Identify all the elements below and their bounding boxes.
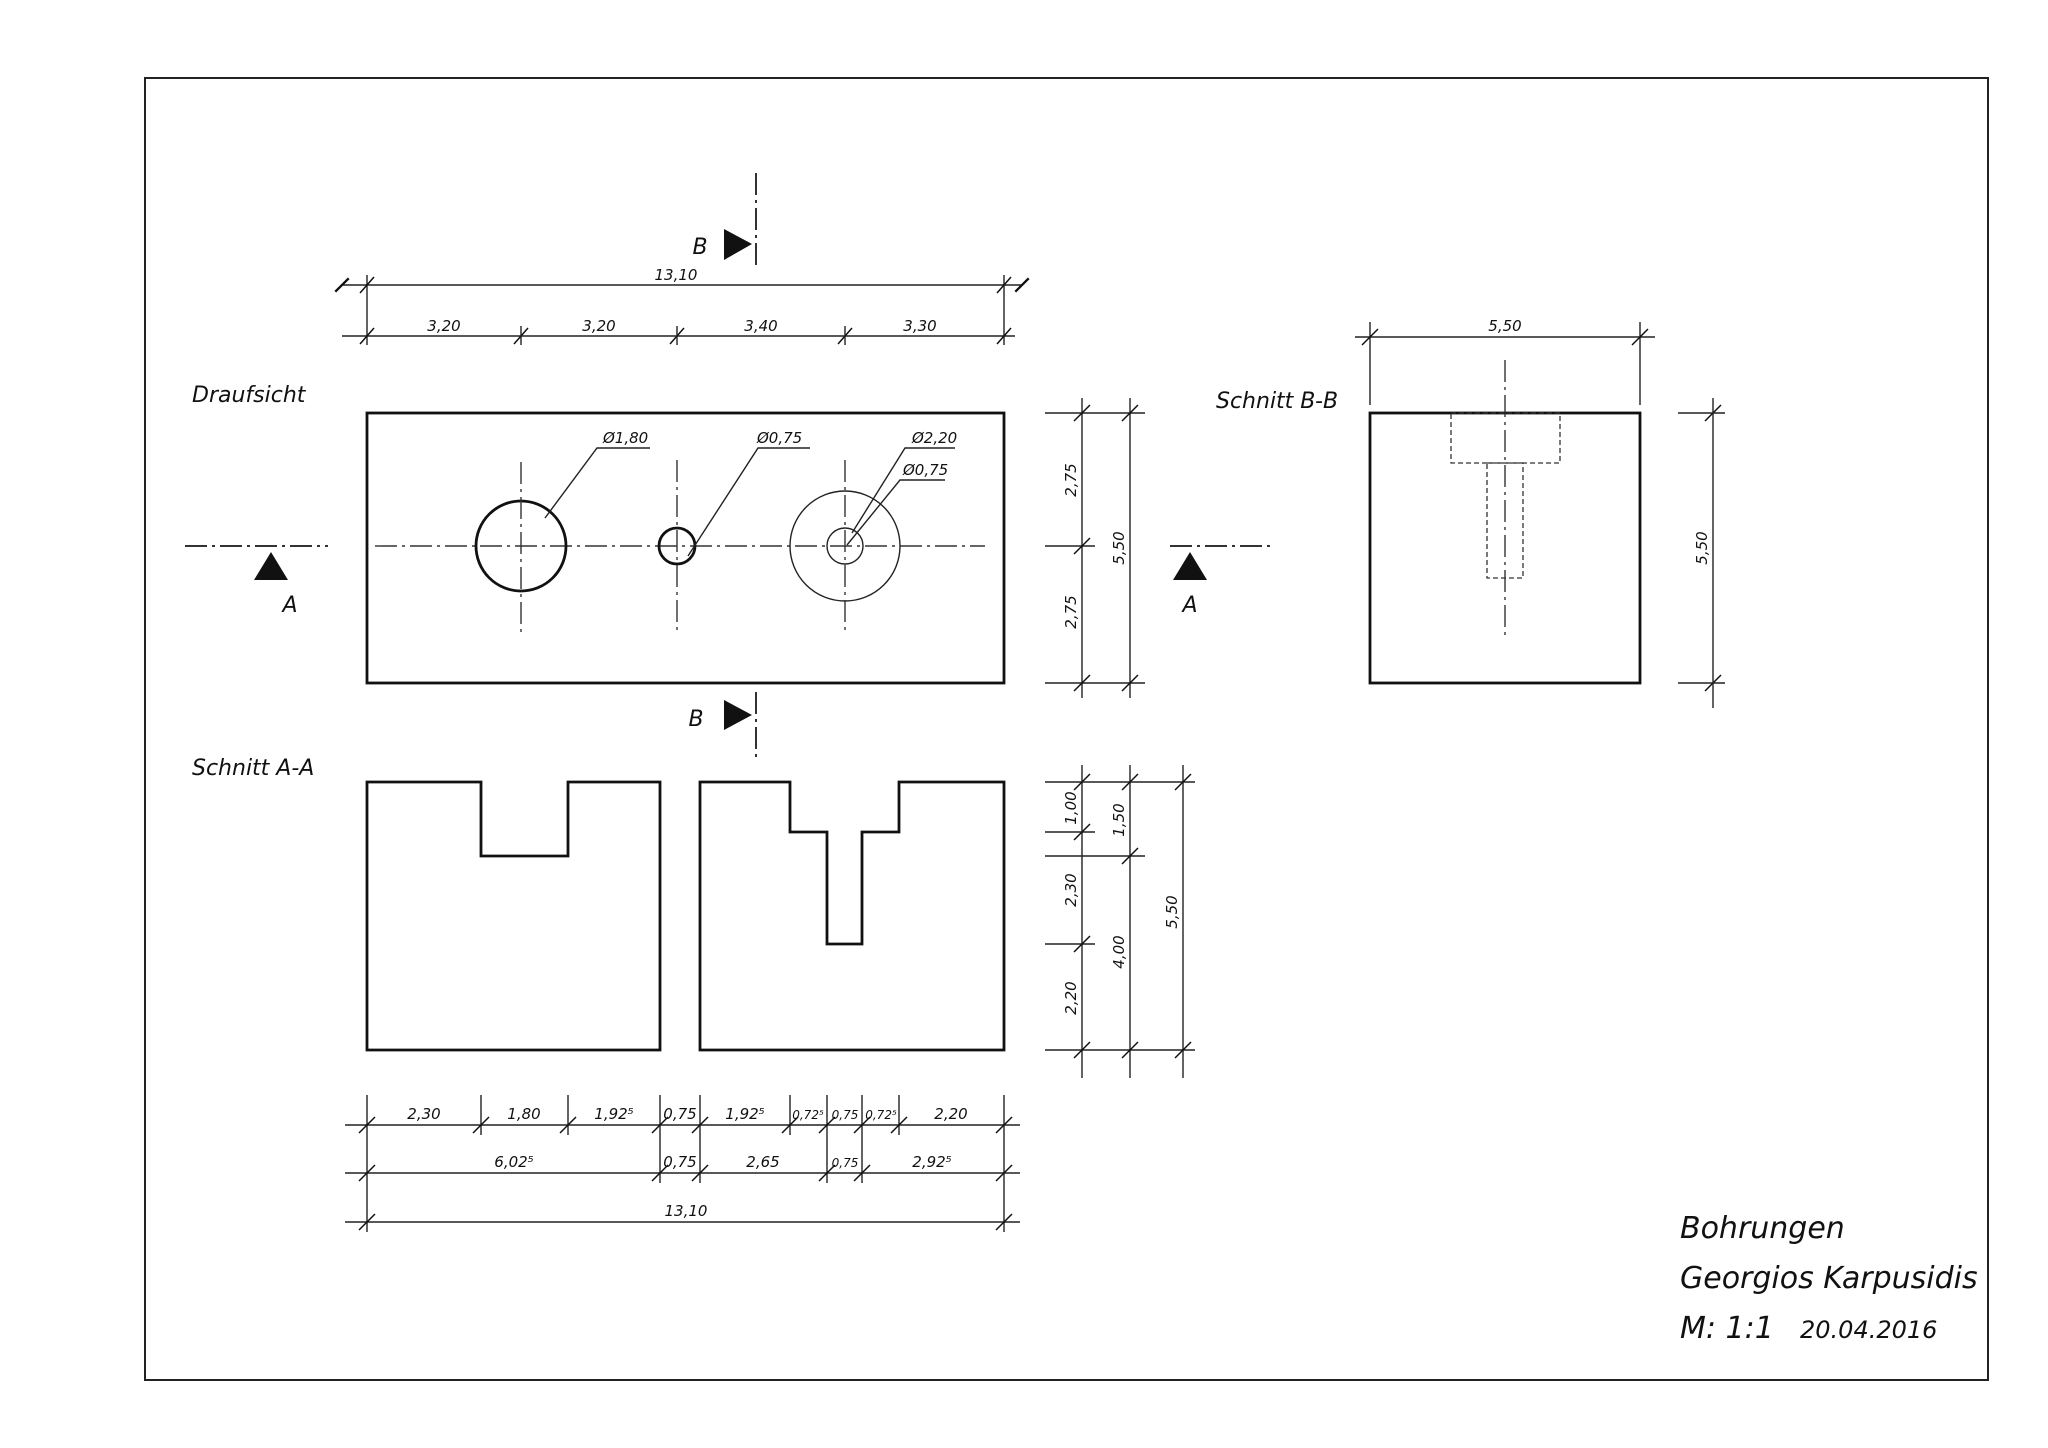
title-block-author: Georgios Karpusidis	[1680, 1261, 1978, 1296]
dim-ticks-bb	[1361, 328, 1722, 692]
dim-top-seg-2: 3,20	[582, 317, 615, 335]
top-view-outline	[365, 411, 1006, 685]
leader-hole-2	[687, 447, 810, 557]
section-bb-hidden-bore	[1486, 462, 1524, 579]
dim-row1-3: 1,92⁵	[594, 1105, 633, 1123]
dim-top-seg-3: 3,40	[744, 317, 777, 335]
dim-bottom-total: 13,10	[665, 1202, 708, 1220]
title-block-date: 20.04.2016	[1800, 1316, 1937, 1344]
section-letter-b-top: B	[692, 235, 707, 260]
leader-hole-3-inner	[846, 479, 945, 546]
dim-hole-3-inner: Ø0,75	[902, 461, 948, 479]
dim-top-seg-4: 3,30	[903, 317, 936, 335]
dim-row1-7: 0,75	[832, 1108, 859, 1122]
dim-top-seg-1: 3,20	[427, 317, 460, 335]
label-draufsicht: Draufsicht	[192, 383, 307, 408]
dim-ticks-right	[1073, 404, 1139, 692]
title-block-title: Bohrungen	[1680, 1211, 1845, 1246]
dim-aa-v1: 1,00	[1062, 791, 1080, 824]
dim-aa-v4: 1,50	[1110, 803, 1128, 836]
dim-bb-height: 5,50	[1693, 531, 1711, 564]
dim-row1-1: 2,30	[407, 1105, 440, 1123]
dim-row2-3: 2,65	[746, 1153, 779, 1171]
dim-row1-9: 2,20	[934, 1105, 967, 1123]
label-schnitt-bb: Schnitt B-B	[1216, 389, 1338, 414]
section-arrow-a-left	[254, 552, 288, 580]
hole-2-dia-075	[657, 460, 697, 630]
section-letter-a-right: A	[1180, 593, 1197, 618]
leader-hole-1	[544, 447, 650, 519]
dim-ticks-aa	[1073, 773, 1192, 1059]
section-arrow-b-top	[724, 229, 752, 260]
dim-ticks-bottom	[358, 1116, 1013, 1231]
section-aa-right-block	[698, 780, 1006, 1052]
dim-row2-2: 0,75	[663, 1153, 696, 1171]
dim-row2-4: 0,75	[832, 1156, 859, 1170]
dim-aa-v2: 2,30	[1062, 873, 1080, 906]
dim-right-total: 5,50	[1110, 531, 1128, 564]
section-letter-a-left: A	[280, 593, 297, 618]
dim-aa-total: 5,50	[1163, 895, 1181, 928]
dim-row1-4: 0,75	[663, 1105, 696, 1123]
dim-row1-8: 0,72⁵	[865, 1108, 897, 1122]
dim-top-total: 13,10	[655, 266, 698, 284]
dim-row2-5: 2,92⁵	[912, 1153, 951, 1171]
hole-1-dia-180	[474, 462, 568, 632]
dim-right-lower: 2,75	[1062, 595, 1080, 628]
ext-lines-bottom	[366, 1095, 1005, 1232]
dim-hole-3-outer: Ø2,20	[911, 429, 957, 447]
section-bb-hidden-counterbore	[1450, 412, 1561, 464]
title-block-scale: M: 1:1	[1680, 1311, 1774, 1346]
dim-right-upper: 2,75	[1062, 463, 1080, 496]
dim-hole-2: Ø0,75	[756, 429, 802, 447]
leader-hole-3-outer	[851, 447, 955, 534]
dim-aa-v3: 2,20	[1062, 981, 1080, 1014]
hole-3-counterbore	[789, 460, 901, 630]
section-aa-left-block	[365, 780, 662, 1052]
dim-bb-width: 5,50	[1488, 317, 1521, 335]
label-schnitt-aa: Schnitt A-A	[192, 756, 314, 781]
section-arrow-b-bottom	[724, 700, 752, 730]
dim-row1-2: 1,80	[507, 1105, 540, 1123]
dim-row1-6: 0,72⁵	[792, 1108, 824, 1122]
dim-row1-5: 1,92⁵	[725, 1105, 764, 1123]
section-letter-b-bottom: B	[688, 707, 703, 732]
dim-aa-v5: 4,00	[1110, 935, 1128, 968]
drawing-frame	[144, 77, 1989, 1381]
dim-hole-1: Ø1,80	[602, 429, 648, 447]
section-arrow-a-right	[1173, 552, 1207, 580]
dim-row2-1: 6,02⁵	[494, 1153, 533, 1171]
